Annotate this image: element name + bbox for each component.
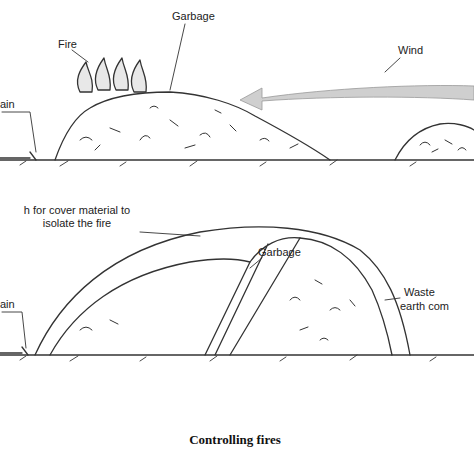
garbage-texture (290, 280, 355, 340)
drain-mark (0, 347, 28, 355)
earth-label: earth com (400, 300, 474, 313)
leader-line (2, 112, 36, 152)
ground-hatch (20, 160, 416, 166)
figure-caption: Controlling fires (135, 432, 335, 448)
waste-label: Waste (404, 286, 464, 299)
drain-label: ain (0, 298, 30, 311)
garbage-label: Garbage (258, 246, 318, 259)
garbage-texture (80, 320, 130, 335)
flame (132, 60, 147, 92)
leader-line (72, 50, 88, 62)
cover-material-label: h for cover material to isolate the fire (12, 204, 142, 230)
waste-mound (395, 123, 474, 160)
leader-line (140, 232, 200, 236)
ground-line (0, 354, 474, 355)
drain-label: ain (0, 98, 30, 111)
garbage-label: Garbage (172, 10, 232, 23)
drain-mark (0, 152, 36, 160)
wind-label: Wind (398, 44, 448, 57)
earth-cover (35, 227, 410, 355)
leader-line (2, 312, 26, 348)
leader-line (385, 298, 400, 300)
fire-label: Fire (58, 38, 98, 51)
leader-line (250, 258, 262, 268)
garbage-texture (420, 140, 466, 152)
ground-hatch (20, 355, 436, 361)
garbage-mound (50, 259, 250, 355)
waste-mound (300, 238, 392, 355)
leader-line (170, 24, 185, 90)
garbage-mound (55, 92, 330, 160)
wind-arrow (240, 86, 474, 111)
flame (96, 58, 111, 90)
leader-line (385, 58, 400, 72)
flame (114, 58, 129, 90)
flame (78, 62, 93, 92)
garbage-texture (80, 106, 298, 150)
ground-line (0, 159, 474, 160)
